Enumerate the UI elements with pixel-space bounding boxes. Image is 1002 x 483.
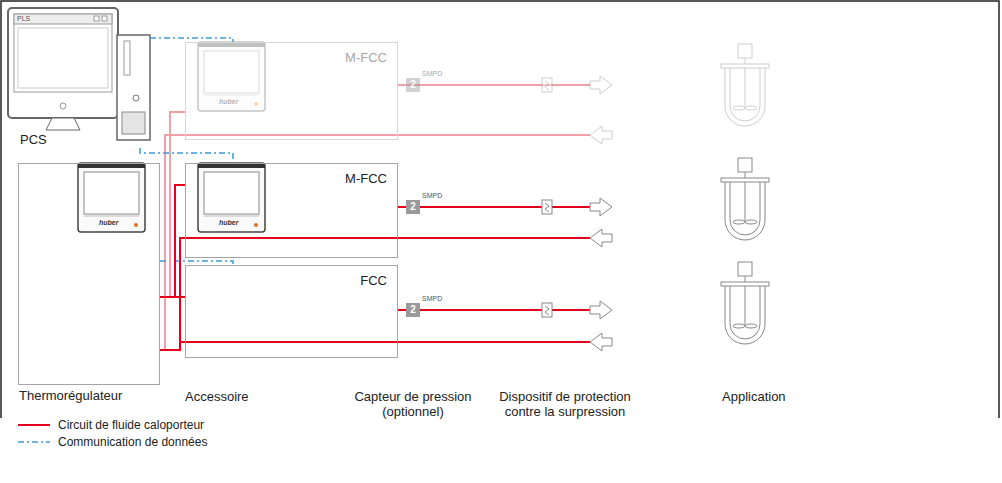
callout-number: 2: [406, 78, 420, 92]
node-label: FCC: [360, 274, 387, 289]
legend-data: Communication de données: [18, 435, 207, 449]
computer: [8, 8, 150, 140]
column-label: Application: [722, 390, 786, 405]
callout-number: 2: [406, 303, 420, 317]
computer: PCS: [8, 8, 150, 148]
callout-number: 2: [406, 200, 420, 214]
node-label: M-FCC: [345, 172, 387, 187]
frame: [1, 1, 999, 418]
legend-sample: [18, 437, 50, 447]
flow-arrow: [590, 76, 612, 351]
brand-logo: huber: [99, 219, 118, 227]
screen-title: PLS: [17, 15, 30, 23]
data-link: [150, 38, 233, 42]
sensor-code: SMPD: [422, 295, 442, 303]
column-label: Capteur de pression (optionnel): [343, 390, 483, 420]
node-label: PCS: [20, 133, 47, 148]
accessory-box: M-FCC: [185, 42, 398, 140]
legend-text: Communication de données: [58, 435, 207, 449]
accessory-box: M-FCC: [185, 163, 398, 258]
brand-logo: huber: [219, 98, 238, 106]
fluid-pipe: [160, 296, 185, 298]
node-label: M-FCC: [345, 51, 387, 66]
data-link: [140, 148, 233, 163]
legend-text: Circuit de fluide caloporteur: [58, 418, 204, 432]
overpressure-device: [542, 78, 552, 317]
pressure-sensor: [406, 78, 420, 317]
fluid-pipe: [160, 112, 185, 297]
brand-logo: huber: [219, 219, 238, 227]
column-label: Accessoire: [185, 390, 249, 405]
thermoregulator-box: Thermorégulateur: [18, 163, 160, 385]
reactor: [721, 44, 769, 344]
fluid-pipe: [160, 85, 590, 350]
accessory-box: FCC: [185, 265, 398, 358]
sensor-code: SMPD: [422, 192, 442, 200]
node-label: Thermorégulateur: [19, 389, 122, 404]
legend-sample: [18, 420, 50, 430]
column-label: Dispositif de protection contre la surpr…: [485, 390, 645, 420]
fluid-pipe: [160, 185, 185, 297]
legend-fluid: Circuit de fluide caloporteur: [18, 418, 204, 432]
control-panel: [78, 42, 265, 232]
sensor-code: SMPD: [422, 70, 442, 78]
